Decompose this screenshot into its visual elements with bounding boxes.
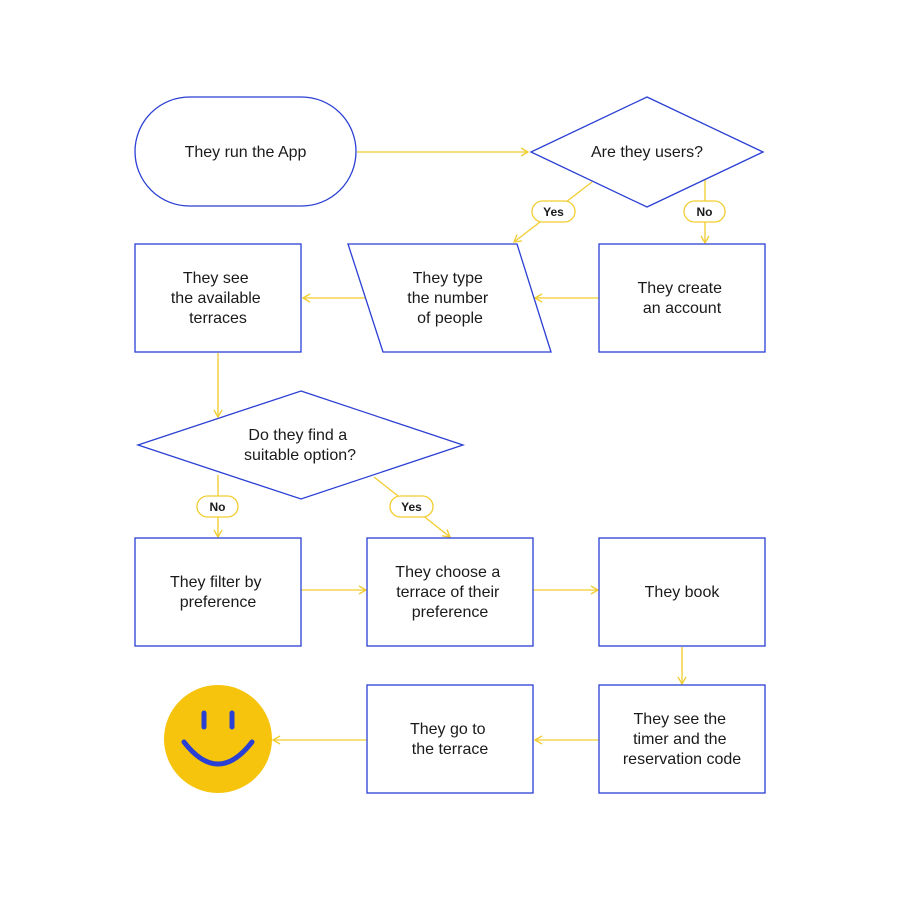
decision-find-option: Do they find a suitable option? (135, 390, 466, 500)
node-go-terrace: They go to the terrace (366, 684, 534, 794)
node-choose-terrace-text: They choose a terrace of their preferenc… (395, 564, 504, 621)
label-no-users: No (683, 200, 726, 223)
node-create-account: They create an account (598, 243, 766, 353)
node-type-people: They type the number of people (347, 243, 552, 353)
label-no-find: No (196, 495, 239, 518)
decision-find-option-text: Do they find a suitable option? (244, 427, 356, 464)
node-book: They book (598, 537, 766, 647)
node-filter-preference-text: They filter by preference (170, 574, 266, 611)
node-see-timer: They see the timer and the reservation c… (598, 684, 766, 794)
node-book-text: They book (645, 584, 721, 601)
node-filter-preference: They filter by preference (134, 537, 302, 647)
label-yes-find: Yes (389, 495, 434, 518)
smiley-face-icon (164, 685, 272, 793)
label-no-text: No (697, 205, 713, 219)
node-see-terraces: They see the available terraces (134, 243, 302, 353)
node-run-app-text: They run the App (185, 144, 307, 161)
node-type-people-text: They type the number of people (407, 270, 492, 327)
decision-are-users: Are they users? (529, 96, 765, 208)
label-no-text: No (210, 500, 226, 514)
decision-are-users-text: Are they users? (591, 144, 703, 161)
node-see-timer-text: They see the timer and the reservation c… (623, 711, 741, 768)
label-yes-users: Yes (531, 200, 576, 223)
label-yes-text: Yes (401, 500, 422, 514)
label-yes-text: Yes (543, 205, 564, 219)
smiley-mouth (181, 739, 255, 767)
node-choose-terrace: They choose a terrace of their preferenc… (366, 537, 534, 647)
node-go-terrace-text: They go to the terrace (410, 721, 490, 758)
node-run-app: They run the App (134, 96, 357, 207)
node-see-terraces-text: They see the available terraces (171, 270, 265, 327)
connectors (213, 147, 710, 745)
node-create-account-text: They create an account (638, 280, 727, 317)
